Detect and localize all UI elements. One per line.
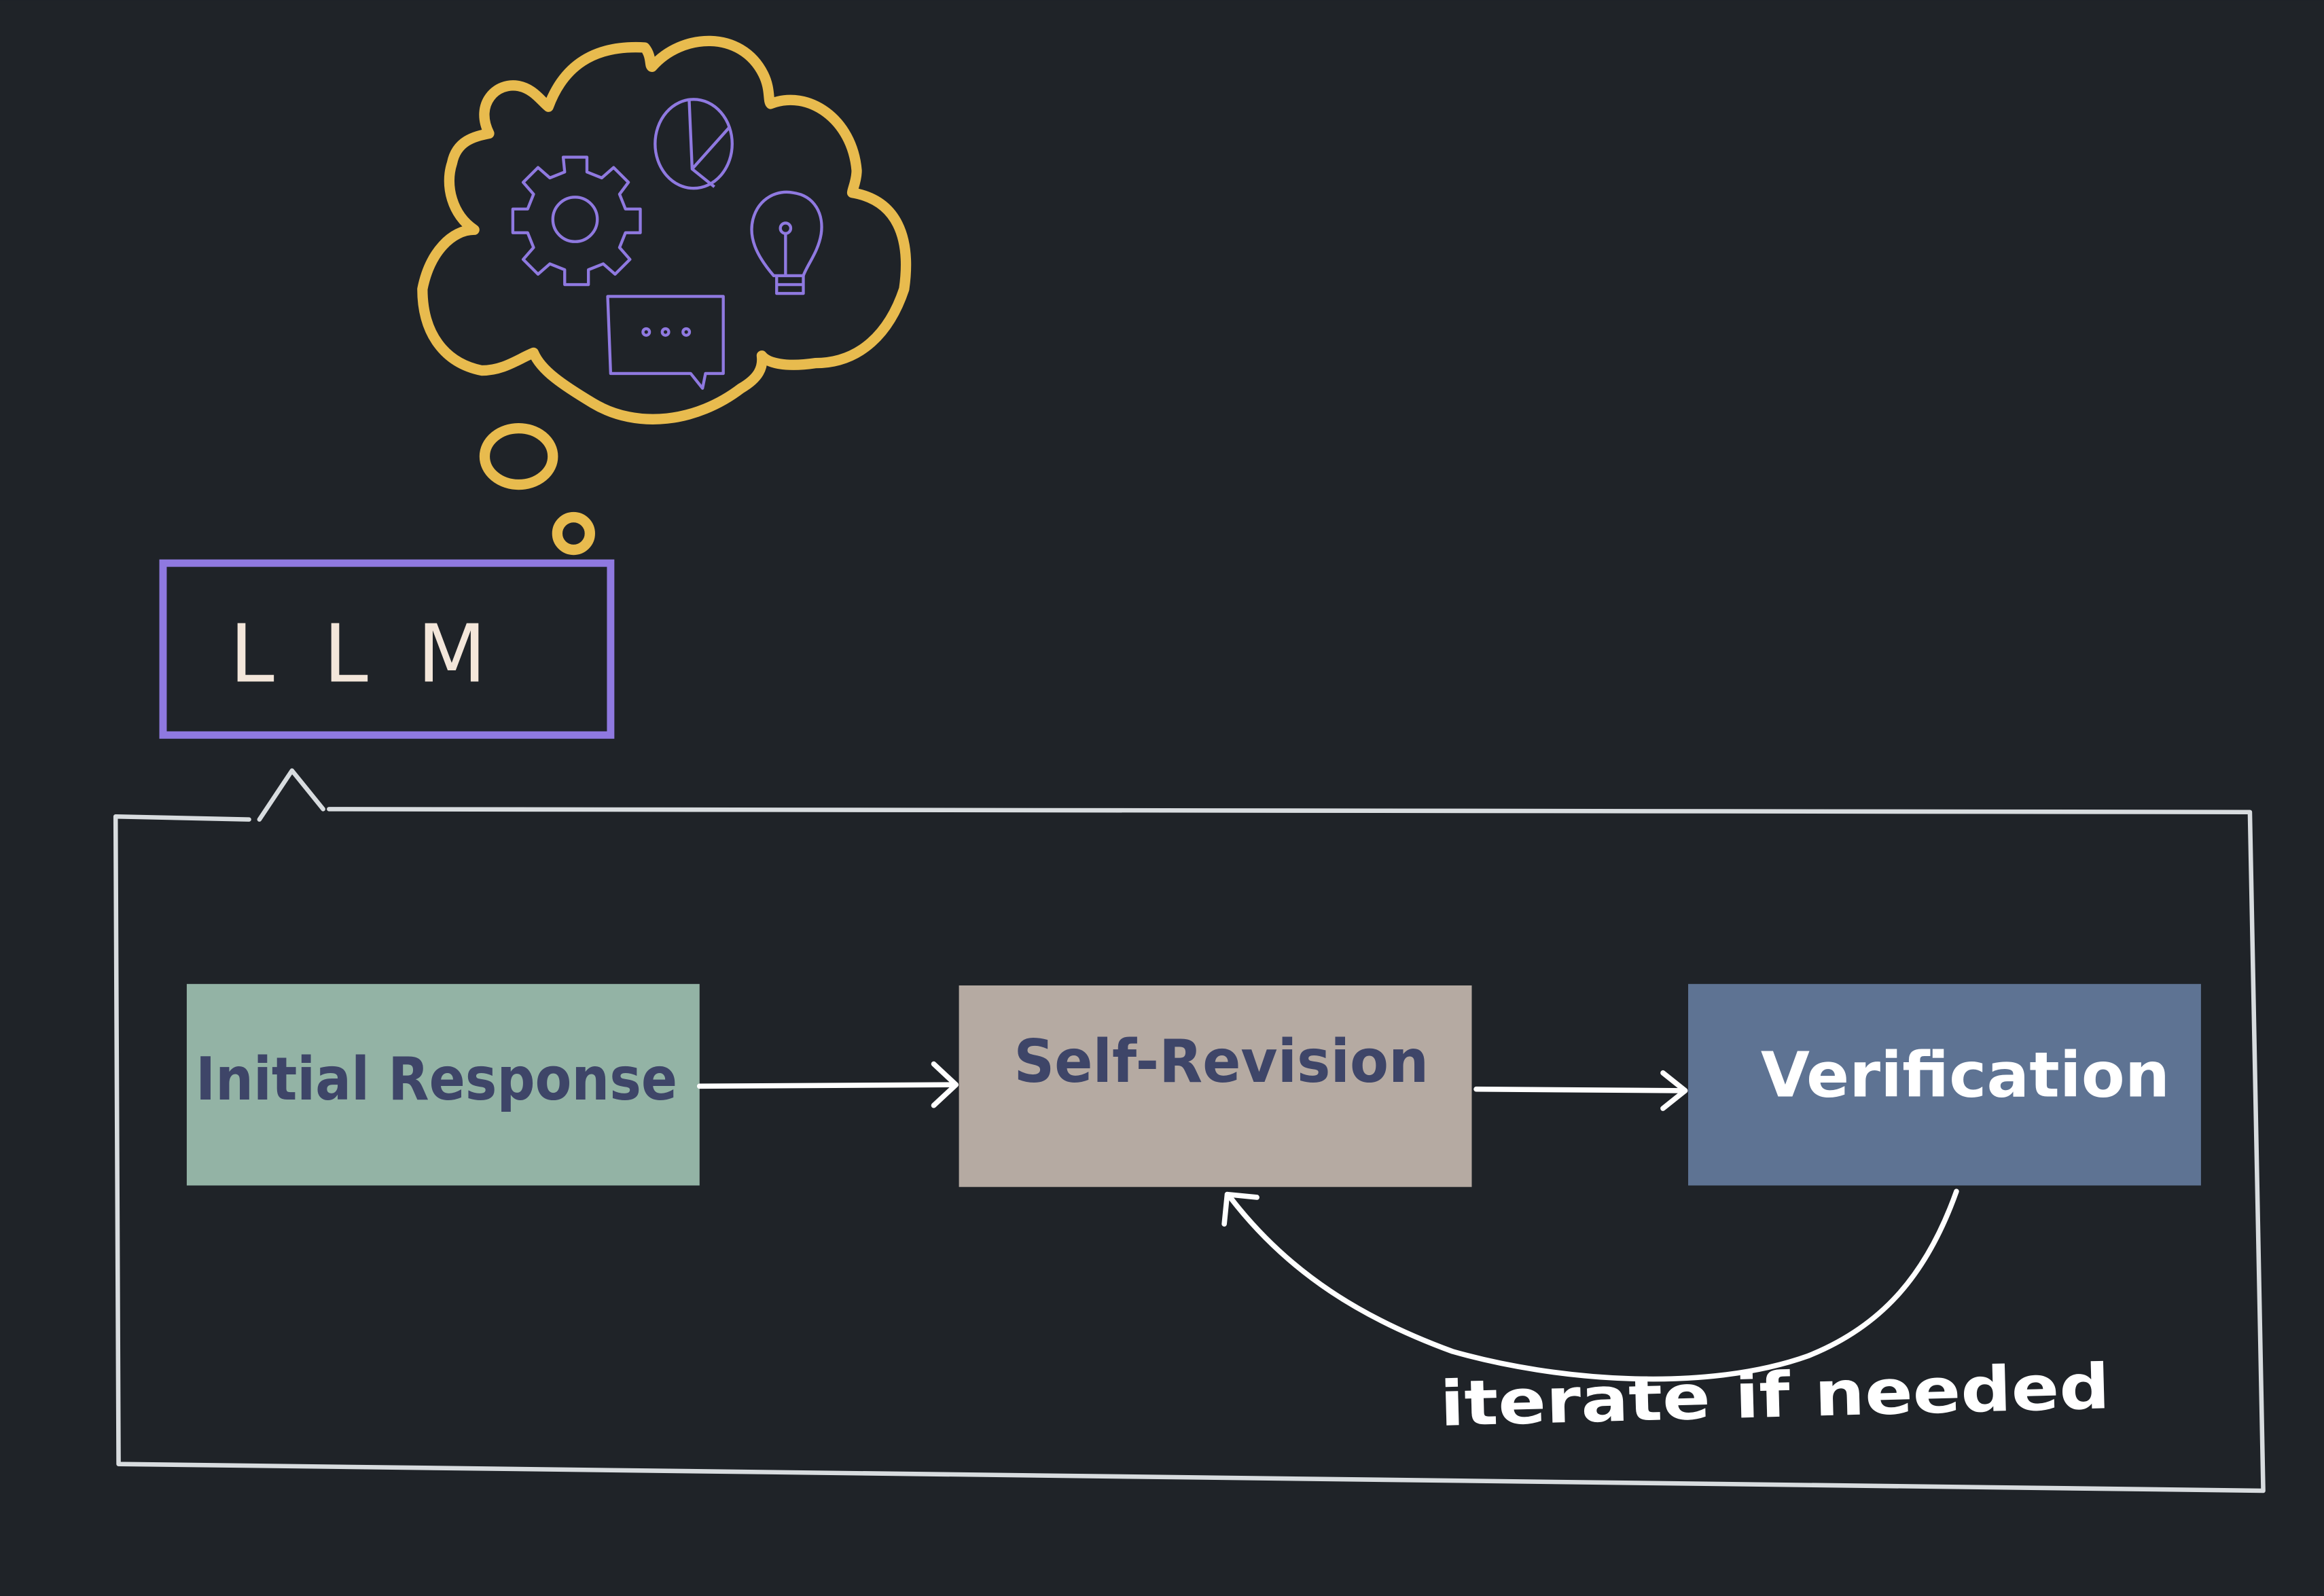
arrow-initial-to-revision xyxy=(696,1061,959,1108)
thought-bubble-large xyxy=(479,423,558,490)
iterate-label: iterate if needed xyxy=(1439,1350,2111,1440)
outer-loop-line xyxy=(113,768,2266,1493)
verification-label: Verification xyxy=(1761,1039,2170,1112)
llm-box xyxy=(159,559,615,739)
verification-box xyxy=(1688,983,2201,1186)
initial-response-label: Initial Response xyxy=(196,1045,677,1114)
self-revision-label: Self-Revision xyxy=(1014,1027,1429,1096)
arrowhead-up-left-icon xyxy=(1221,1191,1259,1227)
initial-response-box xyxy=(186,983,700,1186)
thought-cloud xyxy=(417,35,912,556)
lightbulb-icon xyxy=(750,190,823,295)
cloud-outline xyxy=(417,35,912,424)
arrowhead-up-icon xyxy=(257,768,325,822)
arrow-revision-to-verification xyxy=(1473,1070,1688,1111)
arrow-iterate-loop xyxy=(1221,1189,1959,1382)
arrowhead-right-icon xyxy=(1660,1070,1688,1111)
gear-icon xyxy=(511,156,642,287)
thought-bubble-small xyxy=(552,511,595,556)
arrowhead-right-icon xyxy=(931,1061,959,1108)
pie-chart-icon xyxy=(654,98,734,190)
self-revision-box xyxy=(959,985,1472,1187)
llm-label: L L M xyxy=(230,608,498,701)
chat-bubble-icon xyxy=(606,295,725,390)
